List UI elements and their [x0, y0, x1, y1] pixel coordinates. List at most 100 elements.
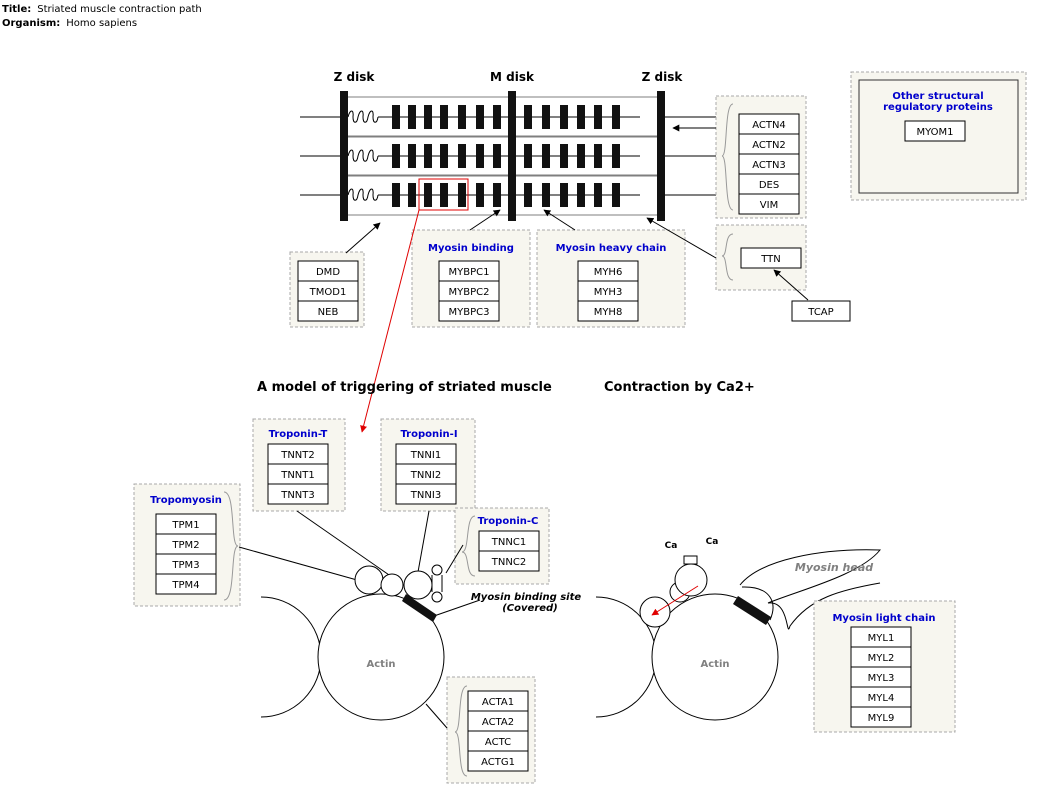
gene-box-dmd[interactable]: DMD — [297, 260, 359, 282]
gene-box-ttn[interactable]: TTN — [740, 247, 802, 269]
gene-box-myl2[interactable]: MYL2 — [850, 646, 912, 668]
group-title: Myosin binding — [428, 243, 514, 254]
gene-box-tnnt1[interactable]: TNNT1 — [267, 463, 329, 485]
group-title: Troponin-C — [478, 516, 539, 527]
gene-label: MYH8 — [594, 307, 623, 318]
myosin-head-shape — [739, 549, 882, 630]
gene-box-neb[interactable]: NEB — [297, 300, 359, 322]
gene-box-actn4[interactable]: ACTN4 — [738, 113, 800, 135]
gene-box-tmod1[interactable]: TMOD1 — [297, 280, 359, 302]
gene-box-tpm1[interactable]: TPM1 — [155, 513, 217, 535]
gene-box-myl1[interactable]: MYL1 — [850, 626, 912, 648]
troponin-c-link — [683, 555, 698, 565]
gene-label: MYH6 — [594, 267, 623, 278]
gene-label: TPM1 — [171, 520, 199, 531]
gene-box-mybpc1[interactable]: MYBPC1 — [438, 260, 500, 282]
gene-label: TCAP — [807, 307, 833, 318]
gene-box-acta2[interactable]: ACTA2 — [467, 710, 529, 732]
ca-label: Ca — [706, 537, 719, 547]
gene-box-actc[interactable]: ACTC — [467, 730, 529, 752]
gene-box-myh8[interactable]: MYH8 — [577, 300, 639, 322]
gene-box-actg1[interactable]: ACTG1 — [467, 750, 529, 772]
gene-label: TNNT3 — [280, 490, 315, 501]
zoom-highlight-box — [418, 178, 469, 211]
gene-box-tnnt3[interactable]: TNNT3 — [267, 483, 329, 505]
sarcomere: Z disk M disk Z disk — [300, 70, 716, 221]
gene-box-tpm2[interactable]: TPM2 — [155, 533, 217, 555]
gene-label: TPM2 — [171, 540, 199, 551]
gene-box-vim[interactable]: VIM — [738, 193, 800, 215]
gene-box-tpm4[interactable]: TPM4 — [155, 573, 217, 595]
gene-box-myl3[interactable]: MYL3 — [850, 666, 912, 688]
gene-box-acta1[interactable]: ACTA1 — [467, 690, 529, 712]
gene-label: MYL9 — [868, 713, 895, 724]
gene-box-tpm3[interactable]: TPM3 — [155, 553, 217, 575]
binding-site-bar — [402, 594, 437, 622]
gene-box-actn3[interactable]: ACTN3 — [738, 153, 800, 175]
gene-box-myom1[interactable]: MYOM1 — [904, 120, 966, 142]
gene-box-myl9[interactable]: MYL9 — [850, 706, 912, 728]
gene-label: TNNT2 — [280, 450, 315, 461]
gene-box-myl4[interactable]: MYL4 — [850, 686, 912, 708]
organism-line: Organism:Homo sapiens — [2, 18, 137, 29]
gene-label: TNNI3 — [410, 490, 441, 501]
gene-label: MYBPC2 — [449, 287, 490, 298]
gene-label: VIM — [760, 200, 778, 211]
title-label: Title: — [2, 4, 32, 15]
zoom-arrow — [360, 209, 420, 433]
pathway-title-line: Title:Striated muscle contraction path — [2, 4, 202, 15]
group-title: Troponin-I — [400, 429, 457, 440]
gene-label: TNNI2 — [410, 470, 441, 481]
gene-label: TMOD1 — [309, 287, 347, 298]
gene-box-myh3[interactable]: MYH3 — [577, 280, 639, 302]
gene-label: MYL1 — [868, 633, 895, 644]
gene-label: TNNC1 — [491, 537, 526, 548]
m-disk — [508, 91, 516, 221]
gene-box-des[interactable]: DES — [738, 173, 800, 195]
gene-box-tnni2[interactable]: TNNI2 — [395, 463, 457, 485]
gene-label: TPM4 — [171, 580, 199, 591]
gene-tcap[interactable]: TCAP — [791, 300, 851, 322]
sarcomere-arrows — [345, 124, 809, 433]
actin-left-model: Actin Myosin binding site (Covered) — [238, 510, 581, 729]
group-title: Myosin heavy chain — [556, 243, 667, 254]
gene-box-tnnc1[interactable]: TNNC1 — [478, 530, 540, 552]
filaments — [300, 96, 716, 216]
gene-label: ACTN3 — [752, 160, 786, 171]
organism-label: Organism: — [2, 18, 61, 29]
gene-box-tnni1[interactable]: TNNI1 — [395, 443, 457, 465]
z-disk-left-label: Z disk — [334, 70, 376, 84]
gene-box-tnnc2[interactable]: TNNC2 — [478, 550, 540, 572]
gene-label: TPM3 — [171, 560, 199, 571]
gene-box-tnnt2[interactable]: TNNT2 — [267, 443, 329, 465]
gene-box-mybpc3[interactable]: MYBPC3 — [438, 300, 500, 322]
gene-label: ACTA1 — [482, 697, 514, 708]
gene-list: TTN — [740, 247, 802, 269]
gene-label: ACTC — [485, 737, 511, 748]
troponin-c-bead — [431, 564, 443, 576]
troponin-bead — [674, 563, 708, 597]
gene-box-mybpc2[interactable]: MYBPC2 — [438, 280, 500, 302]
gene-label: MYOM1 — [916, 127, 953, 138]
ca-trigger-arrow — [651, 585, 699, 616]
gene-box-myh6[interactable]: MYH6 — [577, 260, 639, 282]
gene-box-actn2[interactable]: ACTN2 — [738, 133, 800, 155]
gene-box-tnni3[interactable]: TNNI3 — [395, 483, 457, 505]
z-disk-left — [340, 91, 348, 221]
troponin-i-bead — [403, 570, 433, 600]
gene-list: MYOM1 — [904, 120, 966, 142]
gene-label: ACTA2 — [482, 717, 514, 728]
binding-site-sub: (Covered) — [502, 603, 558, 614]
tropomyosin-bead — [354, 565, 384, 595]
group-other-structural: Other structural regulatory proteins MYO… — [850, 71, 1027, 201]
